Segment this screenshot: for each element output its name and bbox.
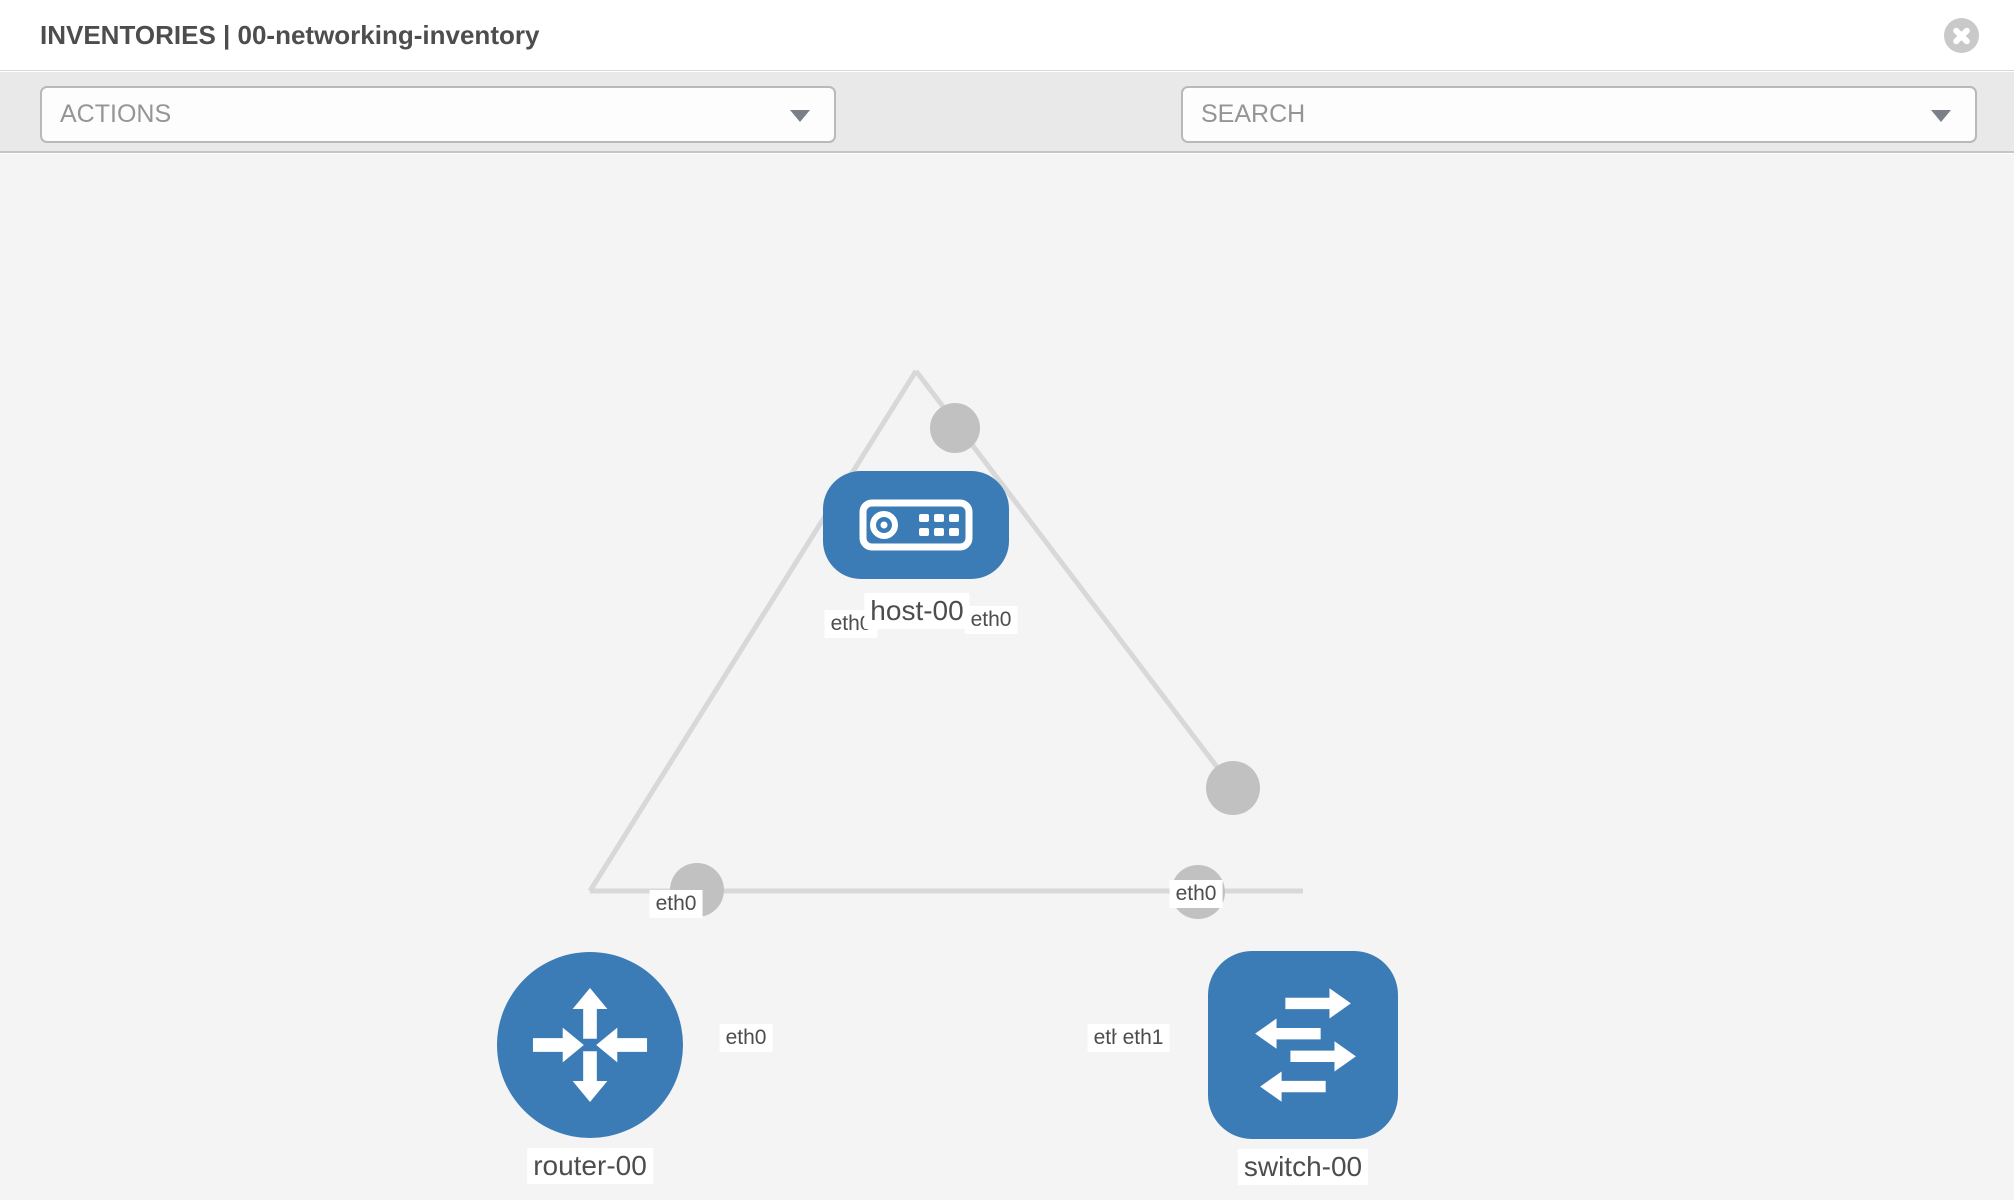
interface-label: eth0 [964,606,1018,634]
link-host-router[interactable] [587,369,919,893]
node-label-router: router-00 [527,1148,653,1184]
interface-port-host[interactable] [930,403,980,453]
close-icon[interactable] [1944,18,1979,53]
interface-port-switch-top[interactable] [1206,761,1260,815]
chevron-down-icon [790,110,810,122]
topology-canvas[interactable]: eth0 eth0 eth0 eth0 eth0 eth0 eth1 host-… [0,154,2014,1200]
actions-dropdown-label: ACTIONS [60,100,172,128]
node-host-00[interactable] [823,471,1009,579]
interface-label: eth0 [719,1024,773,1052]
links-layer [587,369,1303,919]
interface-label: eth0 [649,890,703,918]
switch-arrows-icon [1255,988,1356,1102]
search-dropdown[interactable]: SEARCH [1181,86,1977,143]
interface-label: eth1 [1116,1024,1170,1052]
chevron-down-icon [1931,110,1951,122]
search-placeholder: SEARCH [1201,100,1306,128]
node-router-00[interactable] [497,952,683,1138]
interface-label: eth0 [1169,880,1223,908]
node-label-switch: switch-00 [1237,1149,1369,1185]
actions-dropdown[interactable]: ACTIONS [40,86,836,143]
server-icon [859,499,973,551]
node-label-host: host-00 [864,593,970,629]
header: INVENTORIES | 00-networking-inventory [0,0,2014,71]
node-switch-00[interactable] [1208,951,1398,1139]
router-arrows-icon [532,987,648,1103]
toolbar: ACTIONS SEARCH [0,72,2014,204]
page-title: INVENTORIES | 00-networking-inventory [40,20,540,50]
